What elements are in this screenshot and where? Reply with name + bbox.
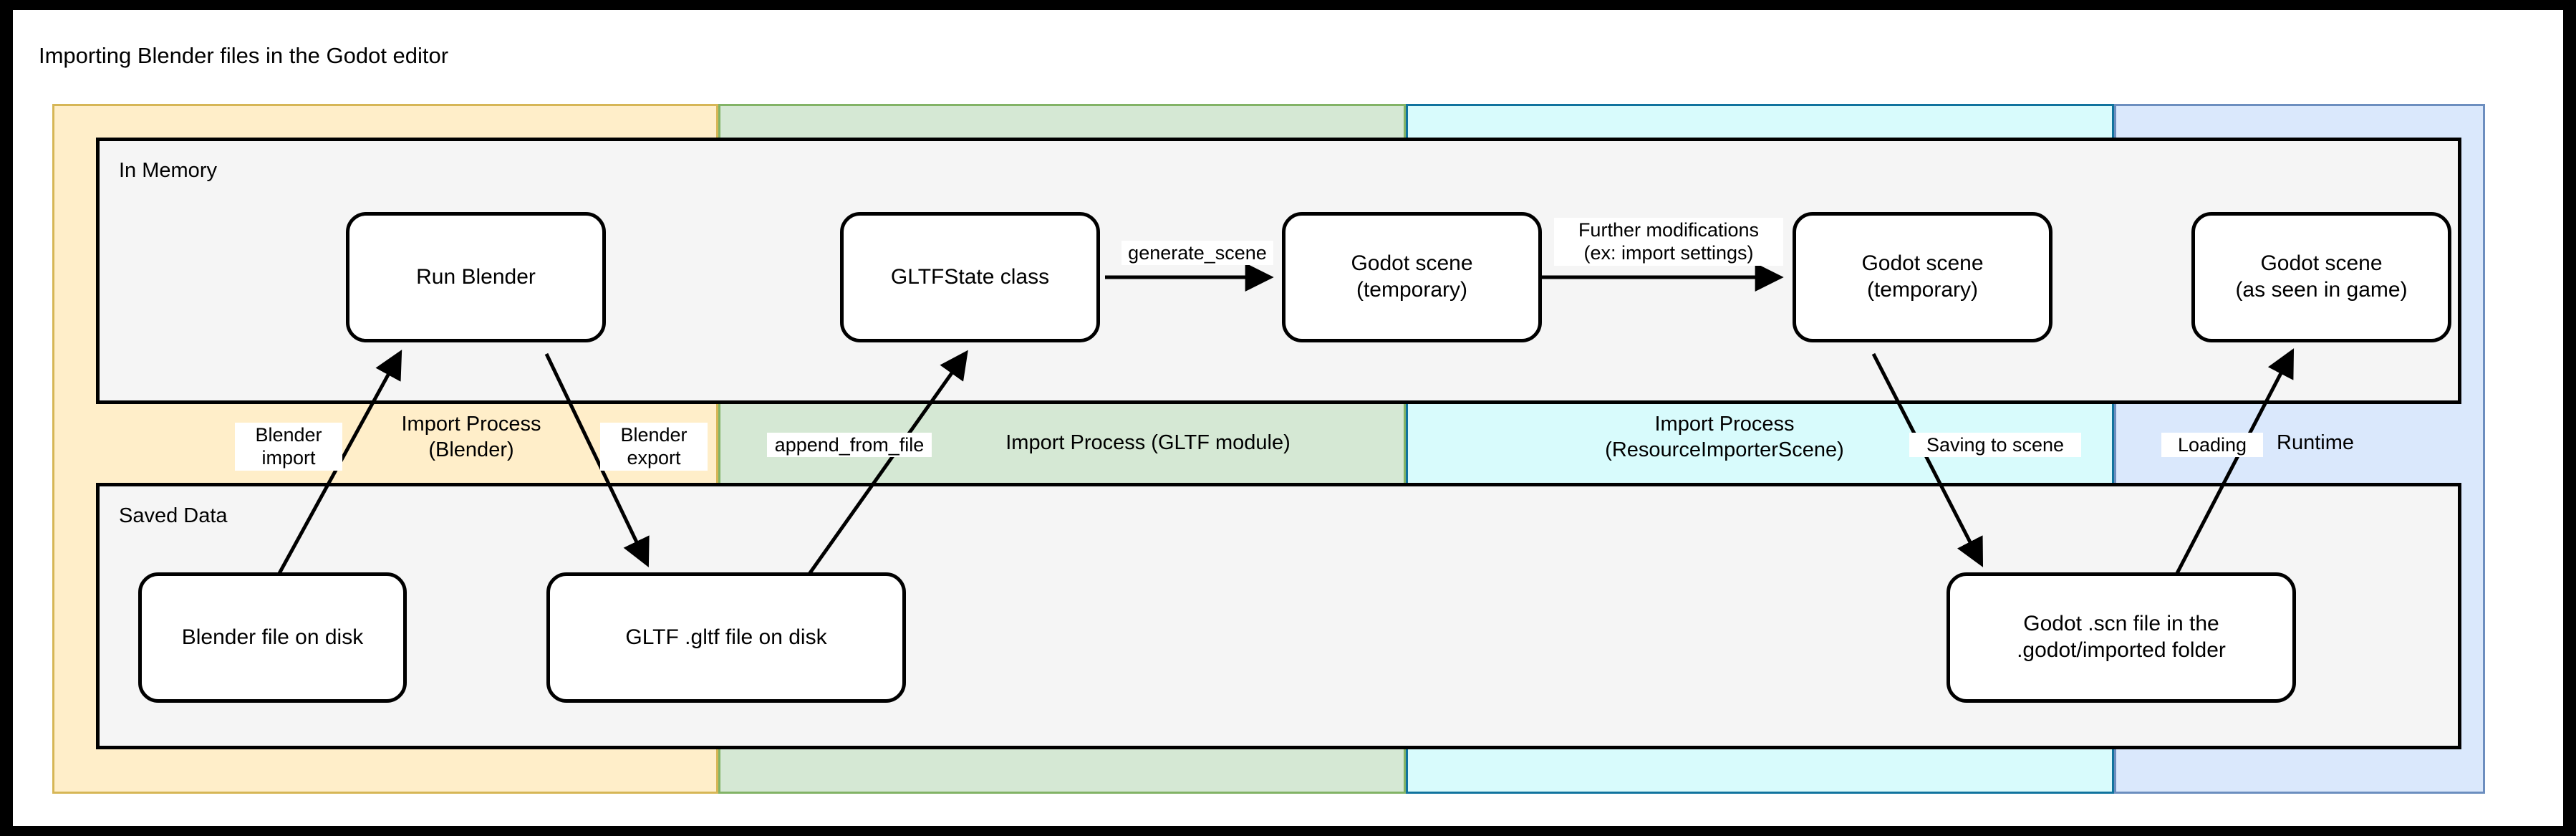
lane-title-gltf-module: Import Process (GLTF module) (1005, 431, 1291, 454)
lane-title-runtime: Runtime (2277, 431, 2354, 454)
edge-label-append-from-file: append_from_file (767, 433, 932, 458)
lane-title-blender: Import Process (Blender) (401, 413, 541, 462)
node-gltf-file-on-disk[interactable]: GLTF .gltf file on disk (546, 572, 906, 703)
container-label-saved-data: Saved Data (119, 504, 228, 527)
edge-label-blender-export: Blender export (600, 423, 708, 471)
edge-label-blender-import: Blender import (235, 423, 342, 471)
edge-label-further-modifications: Further modifications (ex: import settin… (1554, 218, 1783, 266)
page-title: Importing Blender files in the Godot edi… (39, 43, 449, 68)
container-label-in-memory: In Memory (119, 159, 217, 182)
node-run-blender[interactable]: Run Blender (346, 212, 606, 342)
node-godot-scene-as-seen-in-game[interactable]: Godot scene (as seen in game) (2191, 212, 2451, 342)
edge-label-saving-to-scene: Saving to scene (1909, 433, 2081, 458)
edge-label-loading: Loading (2161, 433, 2263, 458)
node-blender-file-on-disk[interactable]: Blender file on disk (138, 572, 407, 703)
diagram-canvas: Importing Blender files in the Godot edi… (13, 10, 2563, 826)
node-godot-scene-temporary-2[interactable]: Godot scene (temporary) (1793, 212, 2052, 342)
node-godot-scn-file[interactable]: Godot .scn file in the .godot/imported f… (1947, 572, 2296, 703)
edge-label-generate-scene: generate_scene (1121, 241, 1273, 266)
node-gltfstate-class[interactable]: GLTFState class (840, 212, 1100, 342)
lane-title-resource-importer-scene: Import Process (ResourceImporterScene) (1605, 413, 1844, 462)
node-godot-scene-temporary-1[interactable]: Godot scene (temporary) (1282, 212, 1542, 342)
